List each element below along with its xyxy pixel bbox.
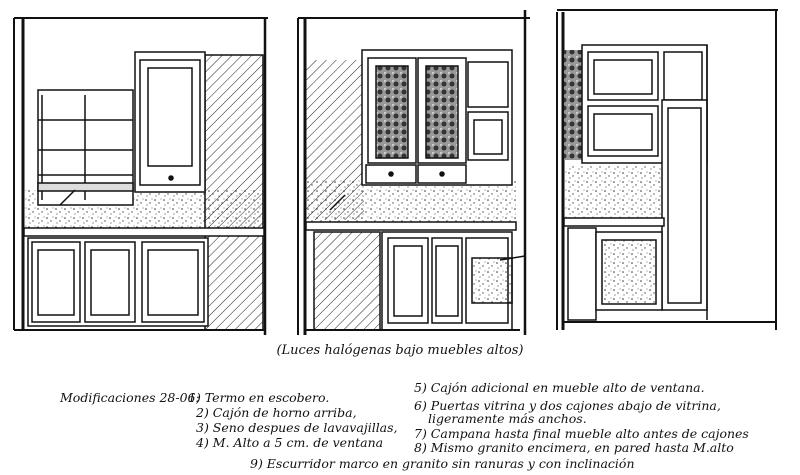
base-cabinets bbox=[27, 237, 209, 327]
tall-cabinet bbox=[661, 45, 708, 320]
note-item: 4) M. Alto a 5 cm. de ventana bbox=[196, 435, 384, 450]
note-item: 2) Cajón de horno arriba, bbox=[196, 405, 357, 420]
note-item: 3) Seno despues de lavavajillas, bbox=[196, 420, 398, 435]
elevation-panel-3 bbox=[556, 9, 778, 330]
dishwasher bbox=[567, 227, 663, 321]
window bbox=[37, 89, 134, 206]
note-item: 1) Termo en escobero. bbox=[188, 390, 330, 405]
upper-cabinet bbox=[134, 51, 206, 193]
vitrine-cabinet bbox=[361, 49, 513, 186]
note-item: 9) Escurridor marco en granito sin ranur… bbox=[250, 456, 635, 471]
note-item: ligeramente más anchos. bbox=[428, 411, 587, 426]
note-item: 6) Puertas vitrina y dos cajones abajo d… bbox=[414, 398, 721, 413]
base-cabinets-2 bbox=[381, 231, 526, 331]
elevation-panel-2 bbox=[297, 10, 530, 335]
drawing-caption: (Luces halógenas bajo muebles altos) bbox=[276, 343, 524, 358]
note-item: 7) Campana hasta final mueble alto antes… bbox=[414, 426, 749, 441]
note-item: 5) Cajón adicional en mueble alto de ven… bbox=[414, 380, 705, 395]
elevation-panel-1 bbox=[13, 17, 268, 335]
note-item: 8) Mismo granito encimera, en pared hast… bbox=[414, 440, 734, 455]
notes-heading: Modificaciones 28-06: bbox=[60, 390, 200, 405]
